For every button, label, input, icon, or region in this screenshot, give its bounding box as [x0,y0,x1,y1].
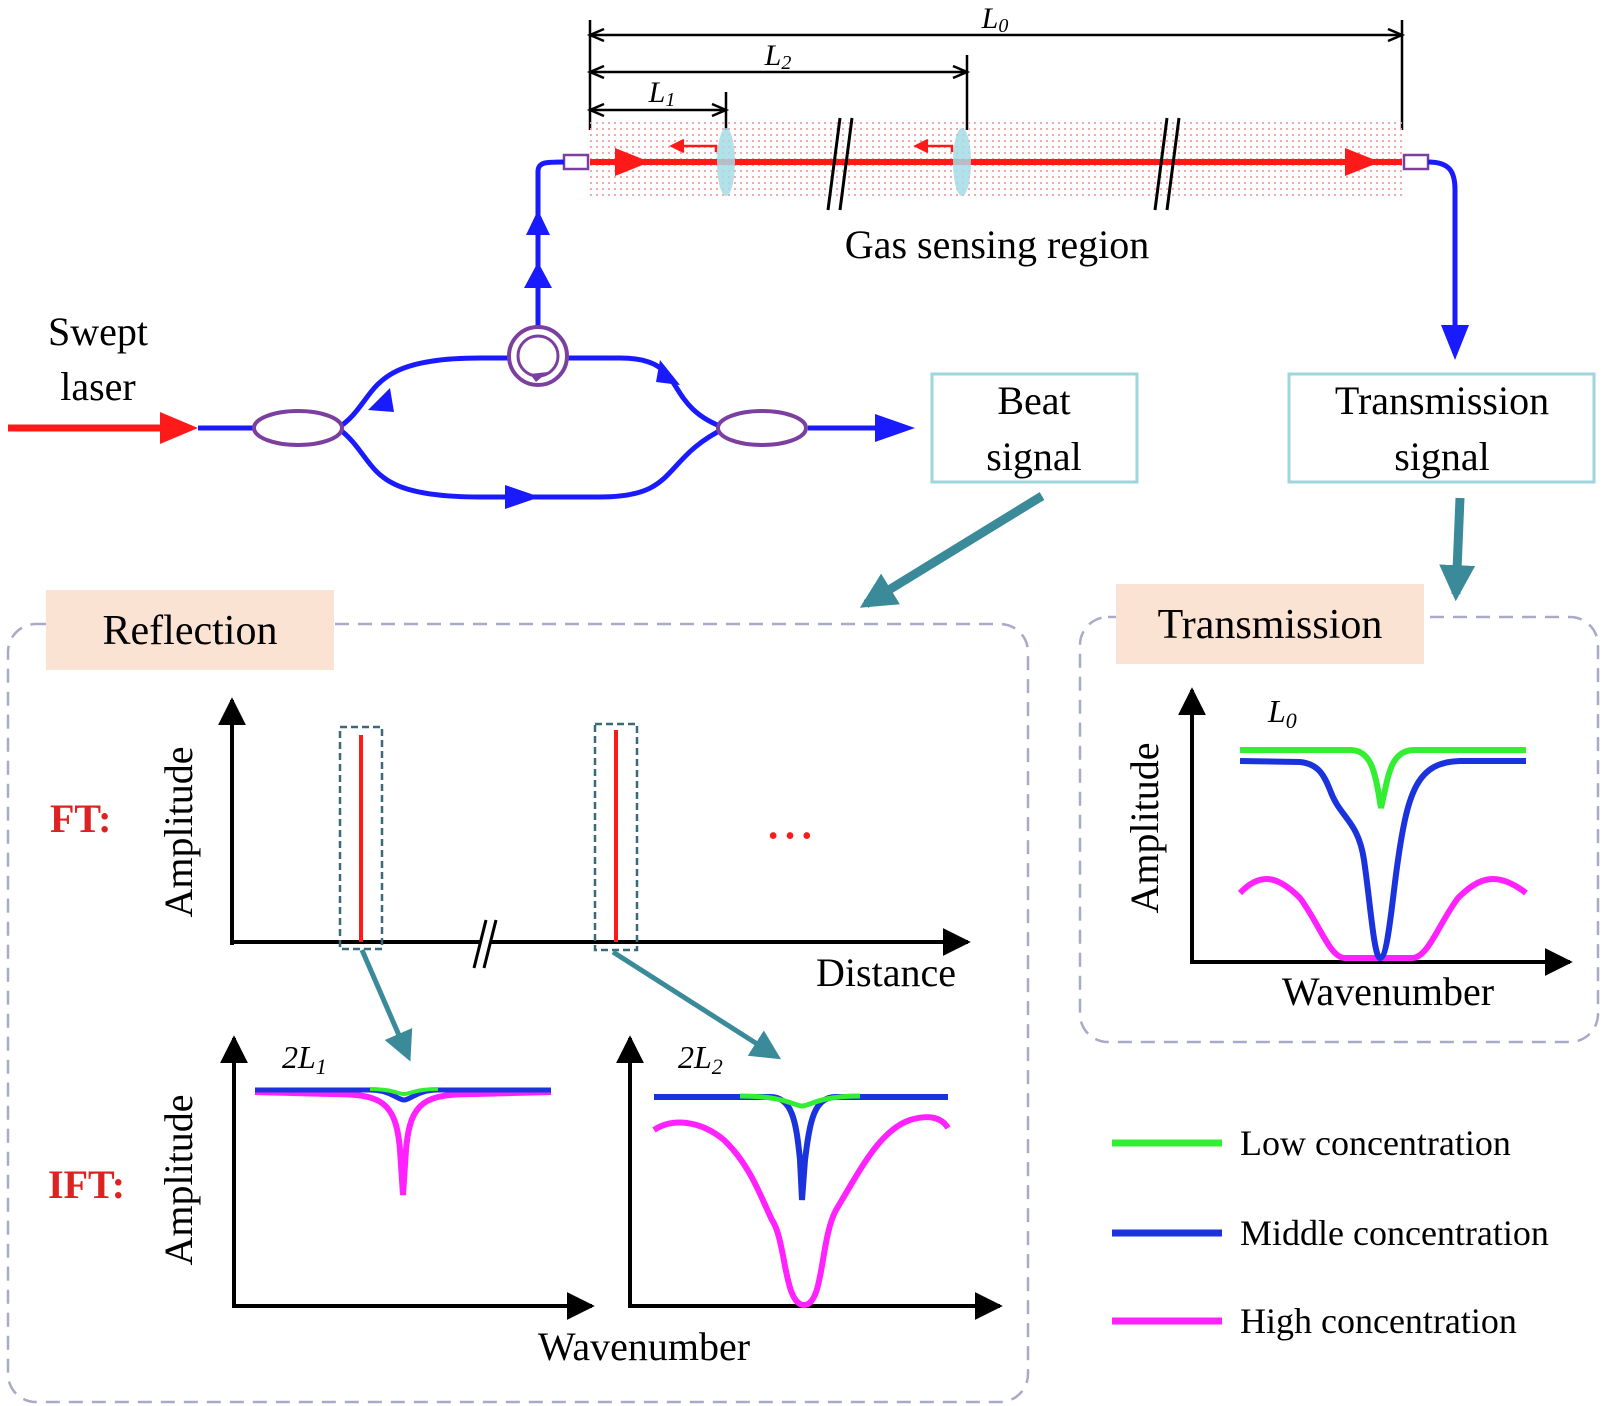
ift1-high-curve [254,1089,552,1196]
L2-label: L2 [764,39,792,74]
ft-label: FT: [50,796,111,841]
ft-peak-2-box [593,722,639,952]
laser-input-arrow [160,412,198,444]
peak-1-to-ift-arrow [359,949,413,1062]
connector-right [1402,153,1430,171]
reflection-title: Reflection [103,608,278,654]
reflection-title-bg [46,590,334,670]
beat-to-reflection-arrow [859,492,1045,608]
ift-x-label: Wavenumber [538,1324,750,1369]
fiber-arrow-2 [1345,148,1380,176]
fiber-arrow-1 [615,148,650,176]
fbg-reflector-1 [717,128,735,196]
legend-high-label: High concentration [1240,1301,1517,1341]
legend-low-label: Low concentration [1240,1123,1511,1163]
connector-left [562,153,590,171]
trans-high-curve [1237,876,1528,961]
transmission-signal-box: Transmission signal [1287,372,1596,484]
beat-signal-box: Beat signal [930,372,1139,484]
peak-2-to-ift-arrow [611,949,782,1060]
trans-middle-curve [1239,758,1526,962]
trans-curve-label: L0 [1267,693,1297,733]
reflection-panel-border [6,622,1030,1404]
break-marks [826,117,1181,211]
beat-label-1: Beat [997,378,1070,423]
fiber-arrows [368,210,1469,509]
fbg-reflector-2 [953,128,971,196]
L1-label: L1 [648,76,676,111]
L0-label: L0 [981,2,1009,37]
transmission-down-arrow [1439,497,1476,602]
ift2-curve-label: 2L2 [678,1039,723,1079]
ft-y-label: Amplitude [156,746,201,917]
legend-middle-label: Middle concentration [1240,1213,1549,1253]
swept-label-2: laser [60,364,136,409]
trans-y-label: Amplitude [1122,742,1167,913]
reflection-arrows [669,138,954,154]
interferometer-fibers [198,159,1458,500]
transmission-title-bg [1116,584,1424,664]
gas-region-label: Gas sensing region [845,222,1149,267]
ift1-curve-label: 2L1 [282,1039,327,1079]
swept-label-1: Swept [48,309,148,354]
dimension-lines [586,20,1406,130]
ft-ellipsis: • • • [768,821,811,852]
beat-label-2: signal [986,434,1082,479]
ift2-middle-curve [654,1094,948,1201]
trans-x-label: Wavenumber [1282,969,1494,1014]
trans-low-curve [1240,747,1526,809]
ift-label: IFT: [48,1162,125,1207]
transmission-title: Transmission [1158,602,1383,648]
ift2-high-curve [652,1114,951,1309]
ift2-low-curve [739,1093,861,1109]
trans-label-2: signal [1394,434,1490,479]
ft-x-label: Distance [816,950,956,995]
trans-label-1: Transmission [1335,378,1549,423]
ift-y-label: Amplitude [156,1094,201,1265]
coupler-right [716,409,808,447]
ift1-low-curve [369,1087,439,1097]
coupler-left [252,409,344,447]
circulator-icon [507,325,569,387]
ft-axis-break [472,919,498,969]
legend: Low concentration Middle concentration H… [1112,1123,1549,1341]
